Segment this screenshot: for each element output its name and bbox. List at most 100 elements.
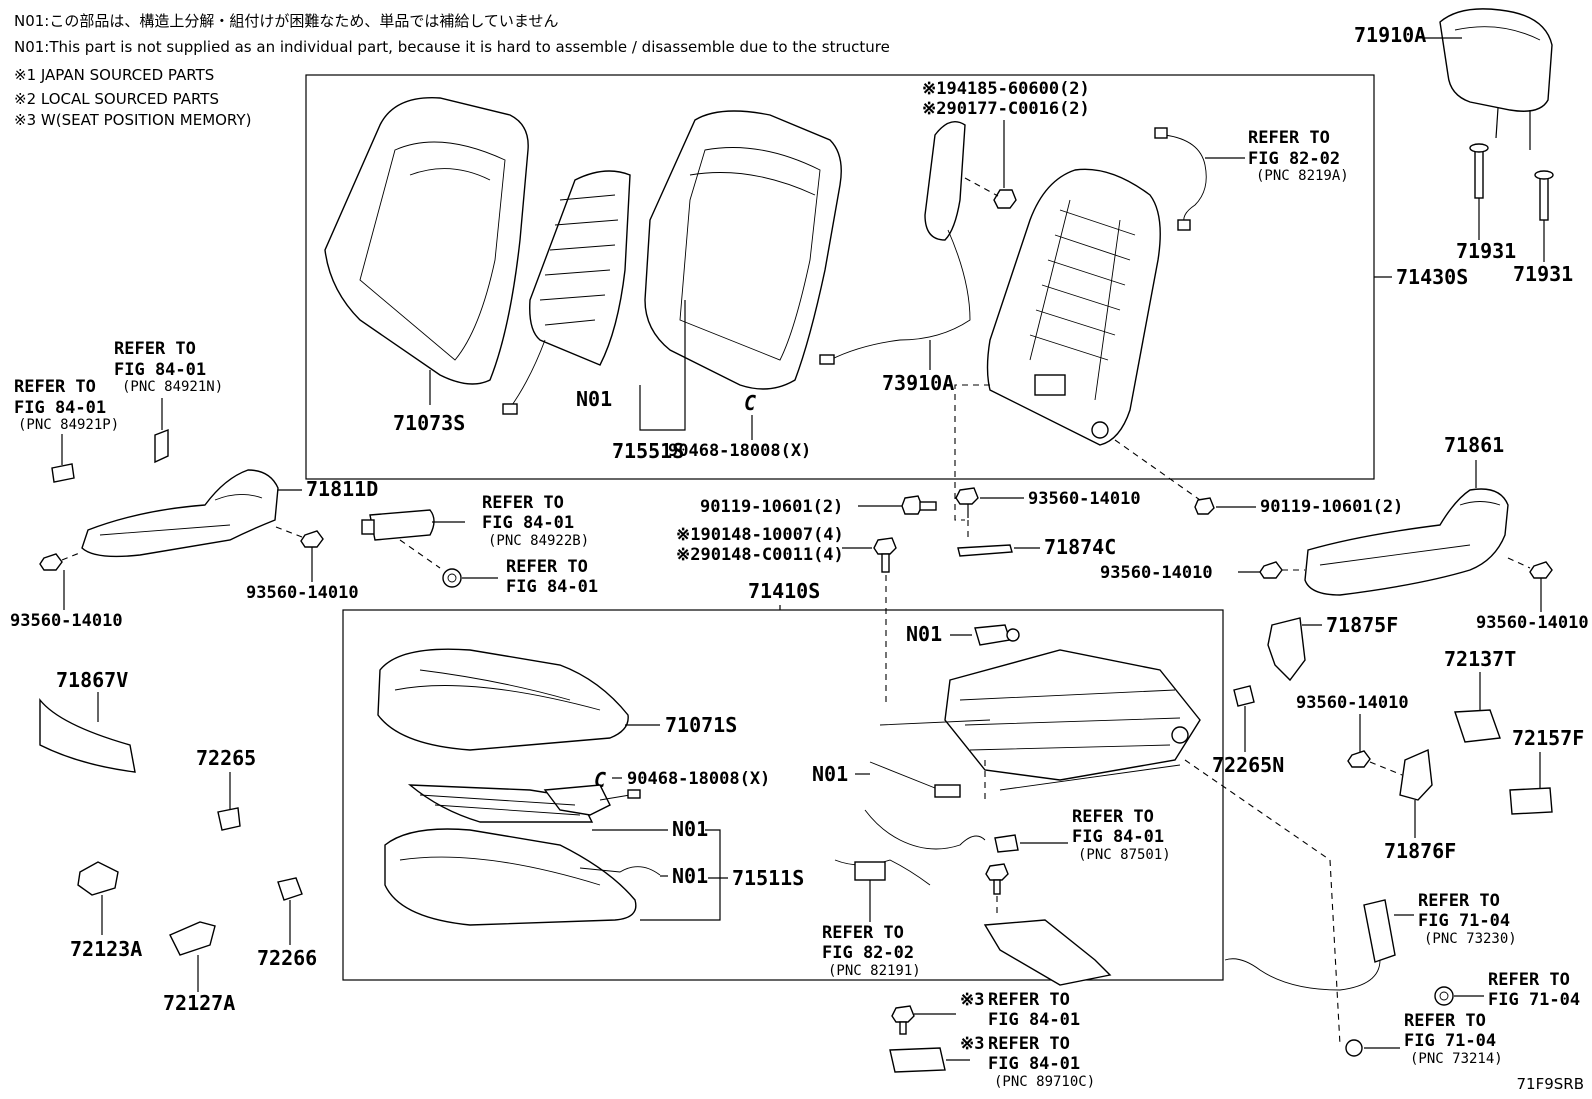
label-90119-right: 90119-10601(2) xyxy=(1260,497,1403,517)
seat-back-frame[interactable] xyxy=(986,168,1161,446)
ref-8401-84922B-line1[interactable]: REFER TO xyxy=(482,493,564,513)
label-72157F: 72157F xyxy=(1512,726,1584,750)
seat-back-cover-71073S[interactable] xyxy=(324,97,529,385)
headrest-guide-right-71931[interactable] xyxy=(1534,170,1554,221)
ref-8401-bolt-line2[interactable]: FIG 84-01 xyxy=(988,1010,1080,1030)
seat-motor-n01[interactable] xyxy=(974,624,1020,646)
ref-8401-bolt-line1[interactable]: REFER TO xyxy=(988,990,1070,1010)
switch-84922B[interactable] xyxy=(361,509,435,541)
knob-fig-8401[interactable] xyxy=(442,568,462,588)
ref-8401-84921N-pnc: (PNC 84921N) xyxy=(122,379,223,395)
ref-8202-82191-line1[interactable]: REFER TO xyxy=(822,923,904,943)
ref-8202-8219A-line2[interactable]: FIG 82-02 xyxy=(1248,149,1340,169)
ref-8202-8219A-line1[interactable]: REFER TO xyxy=(1248,128,1330,148)
ref-8401-84922B-line2[interactable]: FIG 84-01 xyxy=(482,513,574,533)
bracket-71874C[interactable] xyxy=(957,544,1013,557)
label-n01-motor: N01 xyxy=(906,622,942,646)
ref-8401-knob-line2[interactable]: FIG 84-01 xyxy=(506,577,598,597)
clip-84921N[interactable] xyxy=(154,428,169,464)
headrest-71910A[interactable] xyxy=(1439,8,1553,150)
note-n01-japanese: N01:この部品は、構造上分解・組付けが困難なため、単品では補給していません xyxy=(14,12,559,30)
bolt-lower-cushion[interactable] xyxy=(985,863,1009,895)
label-72137T: 72137T xyxy=(1444,647,1516,671)
bracket-71875F[interactable] xyxy=(1267,617,1306,682)
connector-87501[interactable] xyxy=(994,834,1019,853)
screw-93560-left-a[interactable] xyxy=(39,553,63,571)
seat-track-frame[interactable] xyxy=(879,649,1201,791)
bracket-71876F[interactable] xyxy=(1399,748,1433,801)
ref-8401-knob-line1[interactable]: REFER TO xyxy=(506,557,588,577)
nut-fig-7104[interactable] xyxy=(1434,986,1454,1006)
ref-8401-84922B-pnc: (PNC 84922B) xyxy=(488,533,589,549)
headrest-guide-left-71931[interactable] xyxy=(1469,143,1489,199)
ref-8401-84921P-pnc: (PNC 84921P) xyxy=(18,417,119,433)
clip-72157F[interactable] xyxy=(1509,787,1553,815)
ref-7104-nut-line1[interactable]: REFER TO xyxy=(1488,970,1570,990)
side-airbag-73910A[interactable] xyxy=(819,121,971,365)
cushion-lower-bracket[interactable] xyxy=(983,919,1112,986)
label-71931-right: 71931 xyxy=(1513,262,1573,286)
ref-8401-89710C-line2[interactable]: FIG 84-01 xyxy=(988,1054,1080,1074)
seat-cable-n01[interactable] xyxy=(869,761,961,798)
ref-8401-87501-line1[interactable]: REFER TO xyxy=(1072,807,1154,827)
ref-8401-84921N-line1[interactable]: REFER TO xyxy=(114,339,196,359)
seat-back-wire-harness[interactable] xyxy=(1154,127,1207,231)
clip-72266[interactable] xyxy=(277,877,303,901)
cushion-wire-harness[interactable] xyxy=(834,809,986,886)
ref-8401-84921N-line2[interactable]: FIG 84-01 xyxy=(114,360,206,380)
seat-cushion-pad-71511S[interactable] xyxy=(384,828,637,926)
ref-8202-8219A-pnc: (PNC 8219A) xyxy=(1256,168,1349,184)
seat-cushion-cover-71071S[interactable] xyxy=(377,648,629,751)
label-71910A: 71910A xyxy=(1354,23,1426,47)
bolt-90119-left[interactable] xyxy=(901,495,937,515)
ref-7104-73230-line2[interactable]: FIG 71-04 xyxy=(1418,911,1510,931)
ref-8202-82191-line2[interactable]: FIG 82-02 xyxy=(822,943,914,963)
seat-memory-module-89710C[interactable] xyxy=(889,1047,946,1073)
nut-194185[interactable] xyxy=(993,189,1017,209)
seatbelt-buckle-73230[interactable] xyxy=(1224,899,1396,991)
label-72266: 72266 xyxy=(257,946,317,970)
bolt-190148[interactable] xyxy=(873,537,897,573)
clip-72265[interactable] xyxy=(217,807,241,831)
seat-back-pad-71551S[interactable] xyxy=(644,110,842,390)
ref-8401-84921P-line1[interactable]: REFER TO xyxy=(14,377,96,397)
screw-93560-lower-right[interactable] xyxy=(1347,750,1371,768)
seat-cushion-assembly-frame xyxy=(342,609,1224,981)
seat-side-shield-71811D[interactable] xyxy=(81,469,279,558)
ref-8401-87501-pnc: (PNC 87501) xyxy=(1078,847,1171,863)
screw-93560-left-b[interactable] xyxy=(300,530,324,548)
bolt-90119-right[interactable] xyxy=(1194,497,1215,515)
label-72265: 72265 xyxy=(196,746,256,770)
label-194185: ※194185-60600(2) xyxy=(922,79,1090,99)
ref-7104-73230-line1[interactable]: REFER TO xyxy=(1418,891,1500,911)
label-290177: ※290177-C0016(2) xyxy=(922,99,1090,119)
label-71931-left: 71931 xyxy=(1456,239,1516,263)
screw-93560-right-b[interactable] xyxy=(1529,561,1553,579)
clip-72137T[interactable] xyxy=(1454,709,1501,743)
label-71867V: 71867V xyxy=(56,668,128,692)
bolt-93560-center[interactable] xyxy=(955,487,979,518)
s3-marker-a: ※3 xyxy=(960,990,984,1010)
nut-73214[interactable] xyxy=(1345,1039,1363,1057)
clip-84921P[interactable] xyxy=(51,463,75,483)
ref-8401-84921P-line2[interactable]: FIG 84-01 xyxy=(14,398,106,418)
label-90468-back: 90468-18008(X) xyxy=(668,441,811,461)
seat-side-shield-71861[interactable] xyxy=(1304,488,1509,596)
screw-93560-right-a[interactable] xyxy=(1259,561,1283,579)
label-93560-left-b: 93560-14010 xyxy=(246,583,359,603)
ref-7104-nut-line2[interactable]: FIG 71-04 xyxy=(1488,990,1580,1010)
clip-72123A[interactable] xyxy=(77,861,119,896)
ref-7104-73214-pnc: (PNC 73214) xyxy=(1410,1051,1503,1067)
clip-72265N[interactable] xyxy=(1233,685,1255,707)
ref-8401-87501-line2[interactable]: FIG 84-01 xyxy=(1072,827,1164,847)
ref-8401-89710C-line1[interactable]: REFER TO xyxy=(988,1034,1070,1054)
ref-7104-73214-line2[interactable]: FIG 71-04 xyxy=(1404,1031,1496,1051)
clip-72127A[interactable] xyxy=(169,921,216,956)
bolt-memory-module[interactable] xyxy=(891,1005,915,1035)
seat-cushion-heater-pad[interactable] xyxy=(407,784,641,823)
garnish-71867V[interactable] xyxy=(39,698,136,773)
ref-7104-73230-pnc: (PNC 73230) xyxy=(1424,931,1517,947)
seat-back-heater-pad[interactable] xyxy=(502,170,631,415)
ref-7104-73214-line1[interactable]: REFER TO xyxy=(1404,1011,1486,1031)
